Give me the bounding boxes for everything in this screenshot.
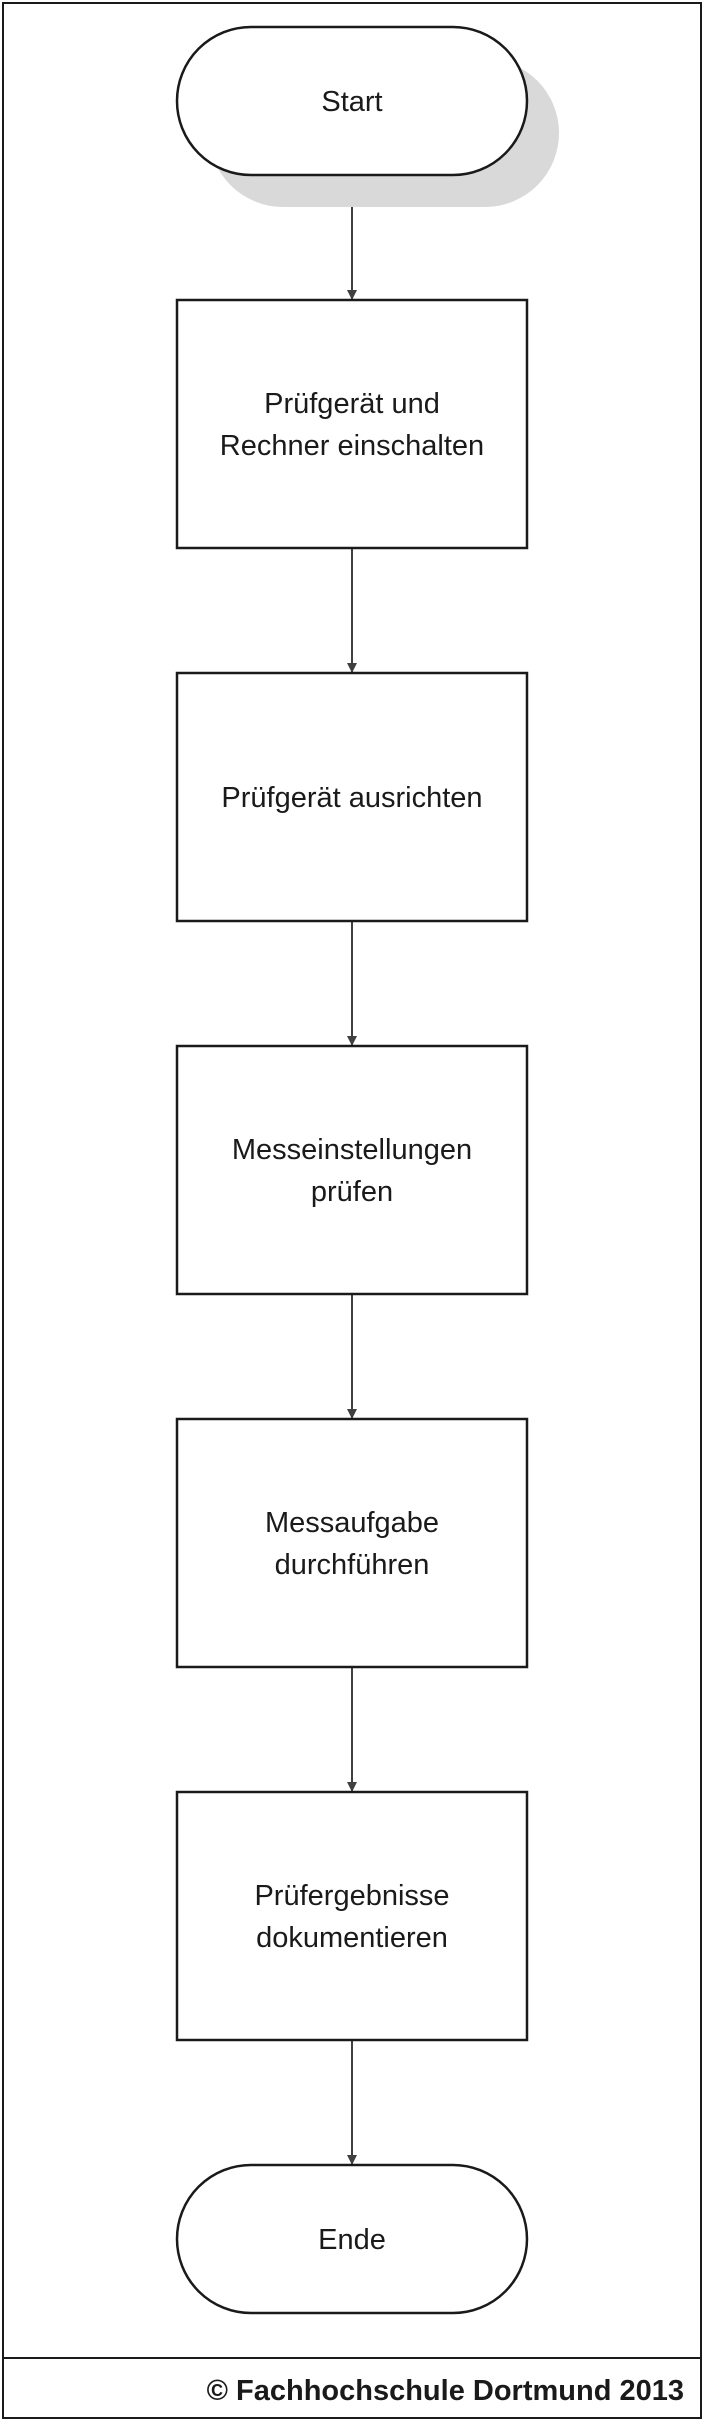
node-label: Prüfergebnisse [254,1880,449,1912]
process-box [175,298,529,550]
footer-copyright: © Fachhochschule Dortmund 2013 [207,2375,684,2407]
node-label: Rechner einschalten [220,430,484,462]
terminator-shape [175,25,529,177]
node-label: Ende [318,2224,386,2256]
process-box [175,1417,529,1669]
process-box [175,671,529,923]
node-label: Messaufgabe [265,1507,439,1539]
node-label: Prüfgerät ausrichten [221,782,482,814]
flow-node-step-2: Prüfgerät ausrichten [175,671,529,923]
terminator-shape [175,2163,529,2315]
process-box [175,1790,529,2042]
node-label: dokumentieren [256,1922,448,1954]
node-label: Prüfgerät und [264,388,440,420]
flow-node-step-3: Messeinstellungen prüfen [175,1044,529,1296]
flow-node-step-4: Messaufgabe durchführen [175,1417,529,1669]
node-label: Messeinstellungen [232,1134,472,1166]
node-label: prüfen [311,1176,393,1208]
process-box [175,1044,529,1296]
node-label: durchführen [275,1549,430,1581]
flow-node-end: Ende [175,2163,529,2315]
node-label: Start [321,86,382,118]
flow-node-start: Start [175,25,559,207]
flow-node-step-5: Prüfergebnisse dokumentieren [175,1790,529,2042]
